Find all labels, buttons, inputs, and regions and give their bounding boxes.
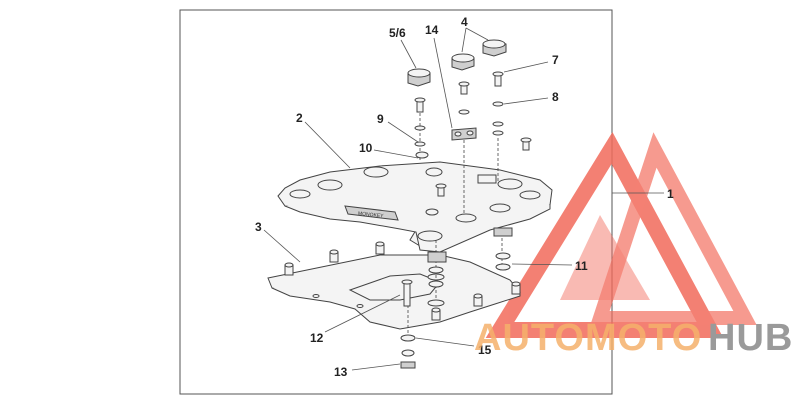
callout-11: 11 <box>575 259 588 273</box>
diagram-frame <box>179 9 613 395</box>
callout-4: 4 <box>461 15 468 29</box>
watermark-logo <box>485 131 757 338</box>
callout-8: 8 <box>552 90 559 104</box>
callout-15: 15 <box>478 343 492 357</box>
plate-label: MONOKEY <box>358 211 385 220</box>
callout-13: 13 <box>334 365 348 379</box>
callout-5-6: 5/6 <box>389 26 406 40</box>
callout-14: 14 <box>425 23 439 37</box>
watermark-brand-part2: HUB <box>708 317 793 359</box>
callout-7: 7 <box>552 53 559 67</box>
callout-9: 9 <box>377 112 384 126</box>
callout-10: 10 <box>359 141 373 155</box>
callout-1: 1 <box>667 187 674 201</box>
watermark-brand-part1: AUTOMOTO <box>474 317 702 359</box>
top-rack-plate: MONOKEY <box>277 161 553 253</box>
watermark-text: AUTOMOTO HUB <box>474 317 793 359</box>
cap-parts <box>407 39 507 87</box>
callout-12: 12 <box>310 331 324 345</box>
callout-3: 3 <box>255 220 262 234</box>
fastener-stacks <box>400 71 532 369</box>
base-mounting-plate <box>267 241 521 330</box>
callout-2: 2 <box>296 111 303 125</box>
leader-lines <box>263 27 664 371</box>
